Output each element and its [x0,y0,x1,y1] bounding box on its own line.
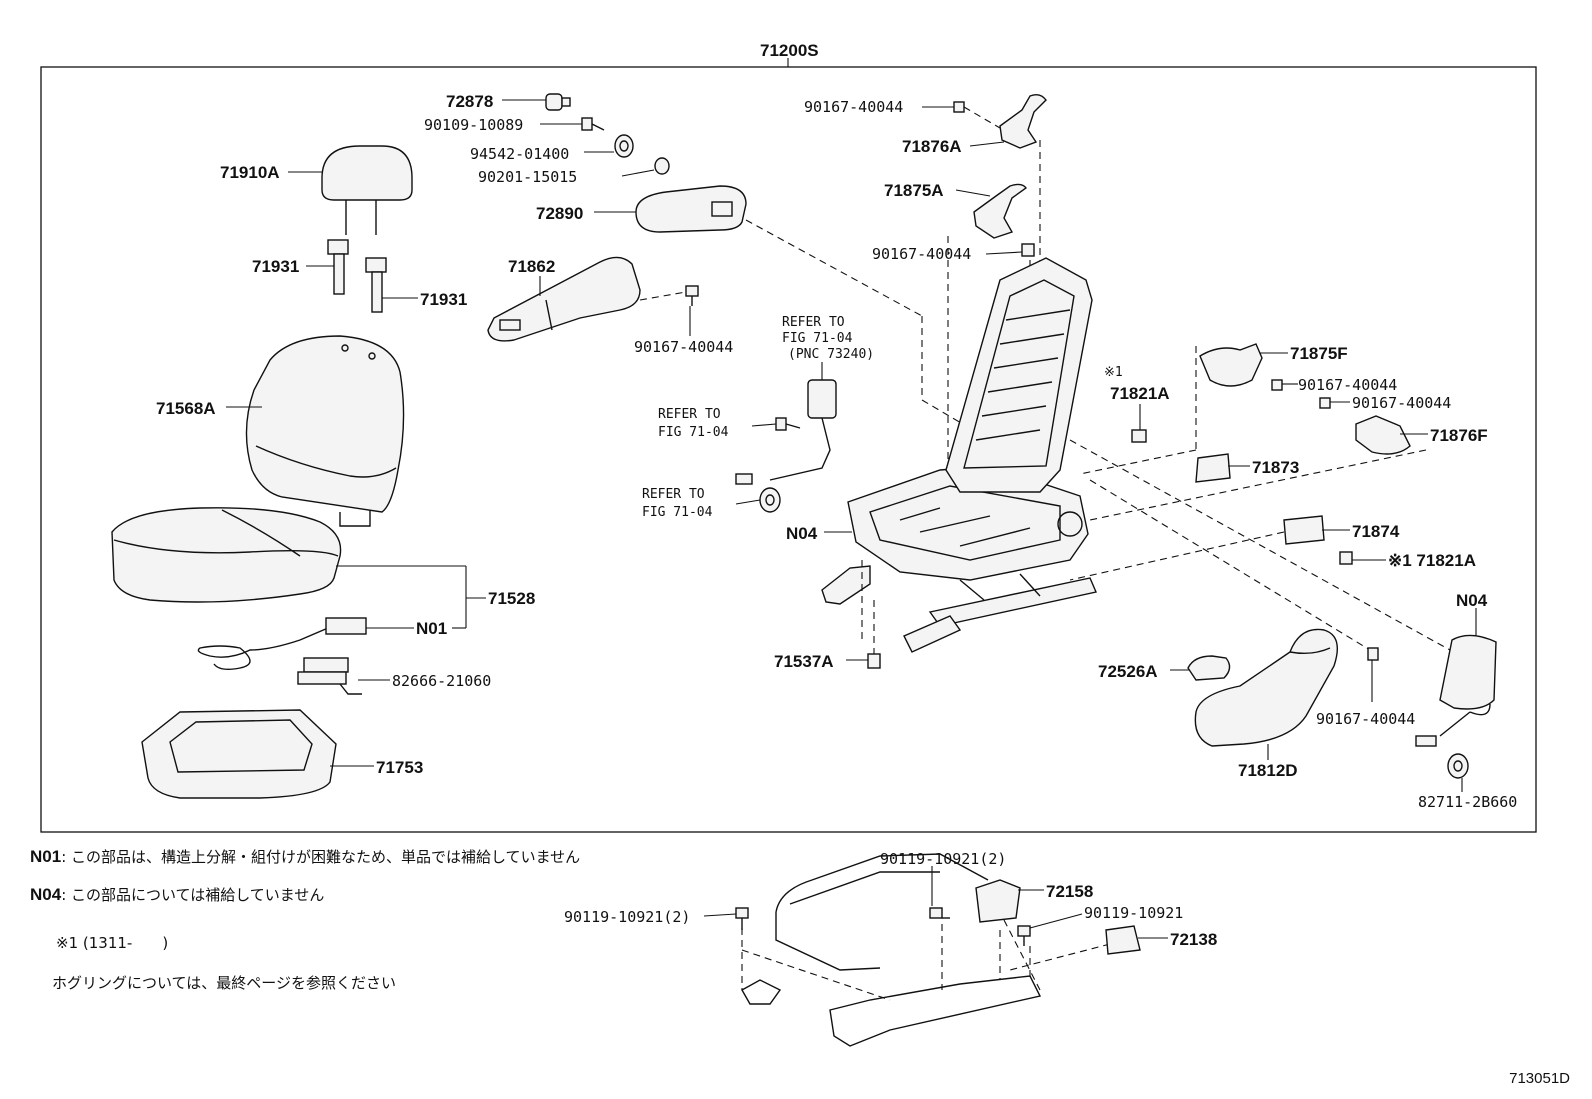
bolt-90119-10921-center [929,907,950,919]
headrest-71910a [321,145,413,235]
refer-3-line2: FIG 71-04 [642,505,713,520]
label-71875f: 71875F [1290,344,1348,363]
label-90201-15015: 90201-15015 [478,168,577,186]
bracket-72138 [1105,925,1141,955]
label-72138: 72138 [1170,930,1217,949]
clip-82666-21060 [297,657,362,695]
bracket-72158 [975,879,1021,923]
headrest-support-71931 [327,239,387,313]
mark-note-1: ※1 [1104,365,1123,380]
label-82666-21060: 82666-21060 [392,672,491,690]
label-90109-10089: 90109-10089 [424,116,523,134]
seatbelt-buckle [735,379,837,485]
label-71528: 71528 [488,589,535,608]
washer-90201-15015 [654,157,670,175]
label-90119-10921-left: 90119-10921(2) [564,908,690,926]
label-72890: 72890 [536,204,583,223]
label-71910a: 71910A [220,163,280,182]
label-90119-10921-center: 90119-10921(2) [880,850,1006,868]
label-71200s: 71200S [760,41,819,60]
label-71875a: 71875A [884,181,944,200]
note-n04-code: N04 [30,885,62,904]
seat-frame-n04 [821,257,1097,653]
note-n04: N04: この部品については補給していません [30,884,324,905]
label-90167-c: 90167-40044 [872,245,971,263]
screw-90109-10089 [581,117,605,131]
side-airbag-n04 [1415,634,1497,747]
refer-3-line1: REFER TO [642,487,705,502]
bolt-90119-10921-right [1017,925,1031,946]
cover-72526a [1187,655,1231,681]
grommet-refer [759,487,781,513]
label-71873: 71873 [1252,458,1299,477]
bolt-90167-b [953,101,965,113]
label-71876f: 71876F [1430,426,1488,445]
label-72878: 72878 [446,92,493,111]
label-90167-b: 90167-40044 [804,98,903,116]
label-71821a-2: ※1 71821A [1388,551,1476,570]
clip-71821a-2 [1339,551,1353,565]
seat-cushion-71528 [111,507,342,603]
label-71568a: 71568A [156,399,216,418]
note-n04-text: : この部品については補給していません [61,886,325,904]
bracket-71875f [1199,343,1263,387]
label-71876a: 71876A [902,137,962,156]
label-71862: 71862 [508,257,555,276]
lower-frame-assembly [741,853,1042,1047]
armrest-71812d [1194,628,1338,747]
label-71874: 71874 [1352,522,1400,541]
label-n04-airbag: N04 [1456,591,1488,610]
seatback-71568a [245,335,405,527]
label-71821a: 71821A [1110,384,1170,403]
label-90167-d: 90167-40044 [1298,376,1397,394]
bracket-71876a [999,93,1047,149]
washer-94542-01400 [614,134,634,158]
bolt-90167-d [1271,379,1283,391]
label-82711-2b660: 82711-2B660 [1418,793,1517,811]
label-90167-a: 90167-40044 [634,338,733,356]
label-90167-e: 90167-40044 [1352,394,1451,412]
label-n04-frame: N04 [786,524,818,543]
cap-71537a [867,653,881,669]
bolt-90167-e [1319,397,1331,409]
cover-71862 [487,256,641,342]
cover-72890 [635,185,747,233]
refer-1-line2: FIG 71-04 [782,331,853,346]
label-71931-left: 71931 [252,257,299,276]
bracket-71876f [1355,415,1411,455]
grommet-82711-2b660 [1447,753,1469,779]
note-mark: ※1 (1311- ) [56,934,169,952]
label-71753: 71753 [376,758,423,777]
note-n01-text: : この部品は、構造上分解・組付けが困難なため、単品では補給していません [61,848,581,866]
refer-2-line2: FIG 71-04 [658,425,729,440]
bracket-71875a [973,183,1027,239]
label-n01: N01 [416,619,447,638]
bolt-90167-a [685,285,699,306]
figure-id: 713051D [1509,1070,1570,1087]
label-72158: 72158 [1046,882,1093,901]
knob-72878 [545,93,571,111]
cushion-pan-71753 [141,709,337,799]
label-71537a: 71537A [774,652,834,671]
note-grommet: ホグリングについては、最終ページを参照ください [52,974,396,992]
label-90119-10921-right: 90119-10921 [1084,904,1183,922]
label-72526a: 72526A [1098,662,1158,681]
label-71812d: 71812D [1238,761,1298,780]
refer-2-line1: REFER TO [658,407,721,422]
label-94542-01400: 94542-01400 [470,145,569,163]
note-n01-code: N01 [30,847,62,866]
refer-1-line1: REFER TO [782,315,845,330]
clip-71821a [1131,429,1147,443]
bolt-90167-f [1367,647,1379,661]
bracket-71873 [1195,453,1231,483]
bolt-90119-10921-left [735,907,749,930]
note-n01: N01: この部品は、構造上分解・組付けが困難なため、単品では補給していません [30,846,580,867]
bracket-71874 [1283,515,1325,545]
refer-1-line3: (PNC 73240) [788,347,874,362]
bolt-90167-c [1021,243,1035,257]
harness-n01 [197,617,367,671]
label-90167-f: 90167-40044 [1316,710,1415,728]
label-71931-right: 71931 [420,290,467,309]
